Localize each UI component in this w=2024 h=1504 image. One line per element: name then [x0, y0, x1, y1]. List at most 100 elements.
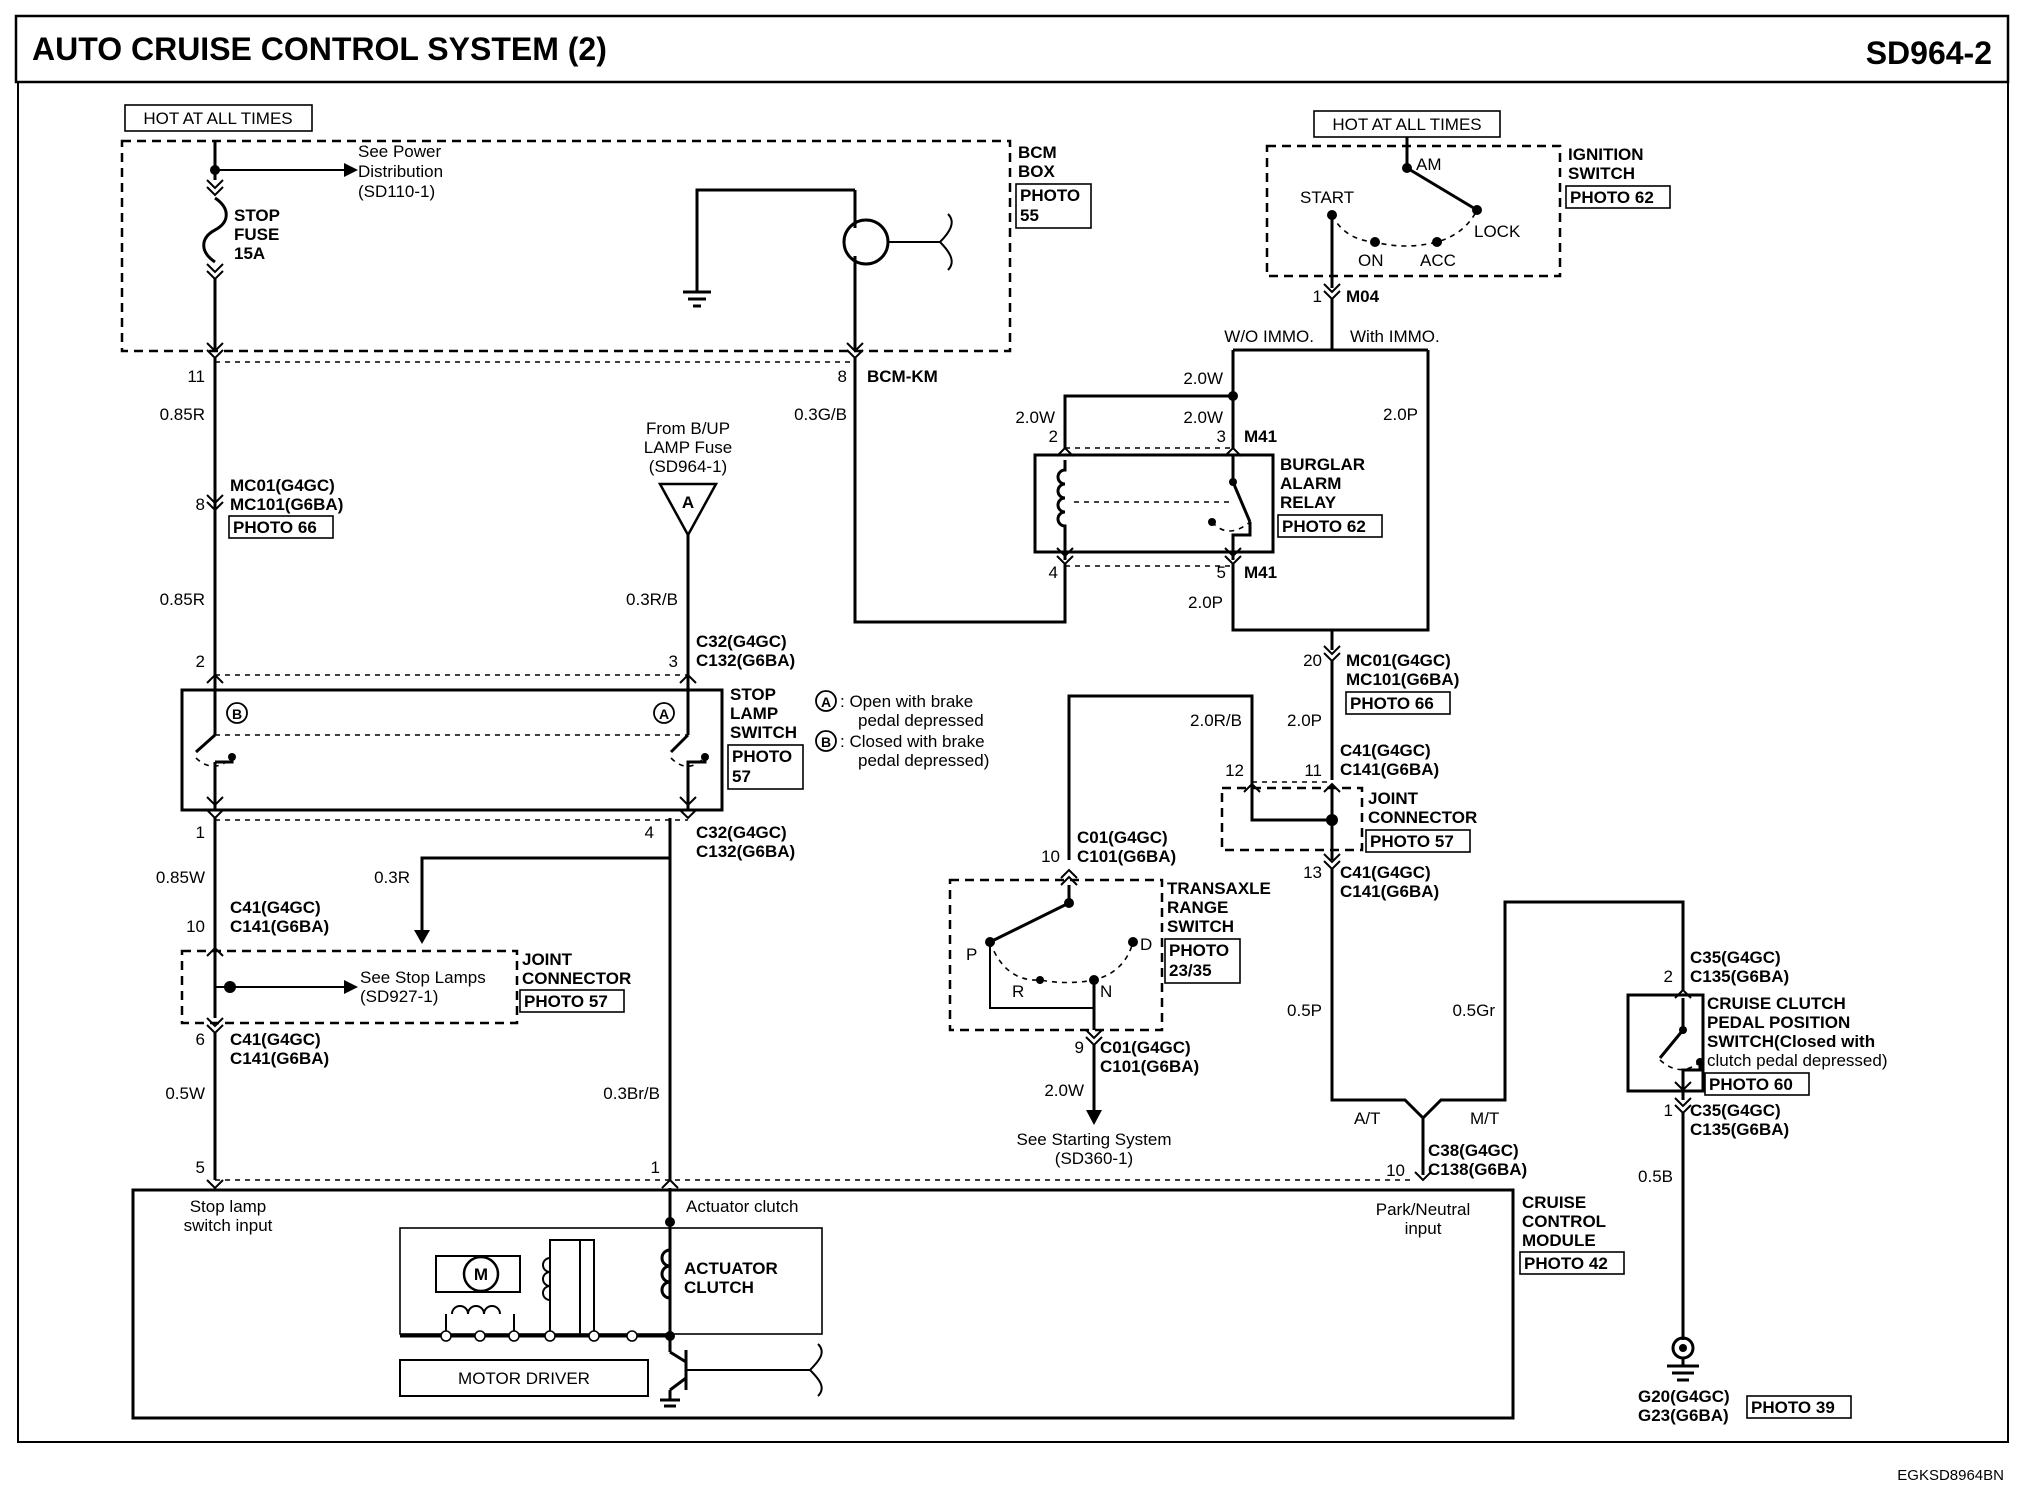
terminal-dot: [588, 1330, 600, 1342]
transaxle-n: N: [1100, 982, 1112, 1001]
c35-top-2: C135(G6BA): [1690, 967, 1789, 986]
diagram-code: SD964-2: [1866, 35, 1992, 71]
stop-lamp-switch-box: [180, 688, 724, 812]
c38-1: C38(G4GC): [1428, 1141, 1519, 1160]
marker-a-triangle: [657, 482, 719, 538]
c32-top-2: C132(G6BA): [696, 651, 795, 670]
clutch-contact-bot: [1681, 1062, 1702, 1100]
ignition-start: START: [1300, 188, 1354, 207]
module-name-2: CONTROL: [1522, 1212, 1606, 1231]
pin-5-module: 5: [196, 1158, 205, 1177]
transaxle-r: R: [1012, 982, 1024, 1001]
joint-right-photo: PHOTO 57: [1370, 832, 1454, 851]
motor-driver-box: [399, 1359, 649, 1397]
label-0-3g-b: 0.3G/B: [794, 405, 847, 424]
splice-dot: [1326, 814, 1338, 826]
driver-transistor: [669, 1376, 687, 1392]
ignition-acc: ACC: [1420, 251, 1456, 270]
cruise-clutch-switch-box: [1626, 993, 1705, 1093]
arrow-head: [679, 796, 697, 807]
connector-chevron: [679, 809, 697, 820]
bcm-photo-frame: [1015, 183, 1092, 229]
label-2-0p-a: 2.0P: [1188, 593, 1223, 612]
pin-11: 11: [187, 367, 205, 386]
cruise-clutch-name-3: SWITCH(Closed with: [1707, 1032, 1875, 1051]
label-2-0r-b: 2.0R/B: [1190, 711, 1242, 730]
connector-chevron: [206, 263, 224, 281]
connector-chevron: [1060, 868, 1078, 886]
hot-at-all-times-left: HOT AT ALL TIMES: [143, 109, 292, 128]
c41-left-top-1: C41(G4GC): [230, 898, 321, 917]
module-name-3: MODULE: [1522, 1231, 1596, 1250]
pin-1-module: 1: [651, 1158, 660, 1177]
bcm-photo-2: 55: [1020, 206, 1039, 225]
bcm-photo-1: PHOTO: [1020, 186, 1080, 205]
legend-b-1: : Closed with brake: [840, 732, 985, 751]
contact-dot: [1036, 976, 1044, 984]
burglar-photo-frame: [1277, 514, 1383, 538]
label-2-0w-a: 2.0W: [1183, 369, 1223, 388]
ground-eyelet-center: [1679, 1344, 1687, 1352]
actuator-coil-icon: [660, 1248, 671, 1300]
motor-icon: [462, 1255, 500, 1293]
joint-left-name-2: CONNECTOR: [522, 969, 631, 988]
c41-right-top-2: C141(G6BA): [1340, 760, 1439, 779]
connector-chevron: [1224, 446, 1242, 457]
arrow-head: [414, 930, 430, 944]
pin-3-c32: 3: [669, 652, 678, 671]
legend-b-circle: [815, 730, 837, 752]
arrow-head: [1674, 1081, 1692, 1092]
cruise-clutch-name-4: clutch pedal depressed): [1707, 1051, 1888, 1070]
arrow-head: [1086, 1110, 1102, 1125]
label-2-0w-c: 2.0W: [1183, 408, 1223, 427]
label-0-5p: 0.5P: [1287, 1001, 1322, 1020]
ground-1: G20(G4GC): [1638, 1387, 1730, 1406]
m04-label: M04: [1346, 287, 1380, 306]
cruise-clutch-name-1: CRUISE CLUTCH: [1707, 994, 1846, 1013]
see-stop-lamps-1: See Stop Lamps: [360, 968, 486, 987]
c41-left-bot-2: C141(G6BA): [230, 1049, 329, 1068]
stop-lamp-photo-1: PHOTO: [732, 747, 792, 766]
label-2-0p-b: 2.0P: [1383, 405, 1418, 424]
see-power-1: See Power: [358, 142, 441, 161]
fuse-symbol: [202, 196, 228, 264]
mc01-right-2: MC101(G6BA): [1346, 670, 1459, 689]
starting-1: See Starting System: [1017, 1130, 1172, 1149]
contact-arc: [1211, 521, 1251, 532]
transaxle-photo-1: PHOTO: [1169, 941, 1229, 960]
see-power-3: (SD110-1): [358, 182, 435, 201]
joint-right-wire: [1250, 784, 1332, 822]
c35-bot-2: C135(G6BA): [1690, 1120, 1789, 1139]
motor-label: M: [474, 1265, 488, 1284]
transaxle-name-1: TRANSAXLE: [1167, 879, 1271, 898]
ignition-arc: [1331, 209, 1478, 247]
contact-dot: [1472, 205, 1482, 215]
marker-a-circle: [653, 702, 675, 724]
splice-dot: [665, 1217, 675, 1227]
pin-6-c41: 6: [196, 1030, 205, 1049]
hot-label-left-frame: [124, 104, 313, 132]
motor-driver-label: MOTOR DRIVER: [458, 1369, 590, 1388]
clutch-blade: [1658, 1029, 1685, 1059]
label-0-5gr: 0.5Gr: [1452, 1001, 1495, 1020]
connector-chevron: [1674, 1097, 1692, 1115]
legend-a-2: pedal depressed: [858, 711, 984, 730]
relay-contact-bot: [1231, 522, 1252, 560]
transistor-icon: [842, 218, 890, 266]
connector-chevron: [1414, 1171, 1432, 1182]
joint-right-name-2: CONNECTOR: [1368, 808, 1477, 827]
c01-bot-2: C101(G6BA): [1100, 1057, 1199, 1076]
bcm-internal-wire: [695, 188, 855, 280]
see-stop-lamps-2: (SD927-1): [360, 987, 438, 1006]
wire-2-0w-b: [1063, 394, 1233, 448]
stop-lamp-name-3: SWITCH: [730, 723, 797, 742]
burglar-name-1: BURGLAR: [1280, 455, 1365, 474]
transaxle-photo-2: 23/35: [1169, 961, 1212, 980]
cruise-clutch-photo-frame: [1704, 1072, 1810, 1096]
driver-transistor: [669, 1350, 687, 1364]
diagram-title: AUTO CRUISE CONTROL SYSTEM (2): [32, 31, 607, 67]
stop-lamp-name-2: LAMP: [730, 704, 778, 723]
wire-0-5p-to-module: [1330, 1098, 1425, 1175]
ignition-name-1: IGNITION: [1568, 145, 1644, 164]
transaxle-photo-frame: [1164, 938, 1241, 984]
